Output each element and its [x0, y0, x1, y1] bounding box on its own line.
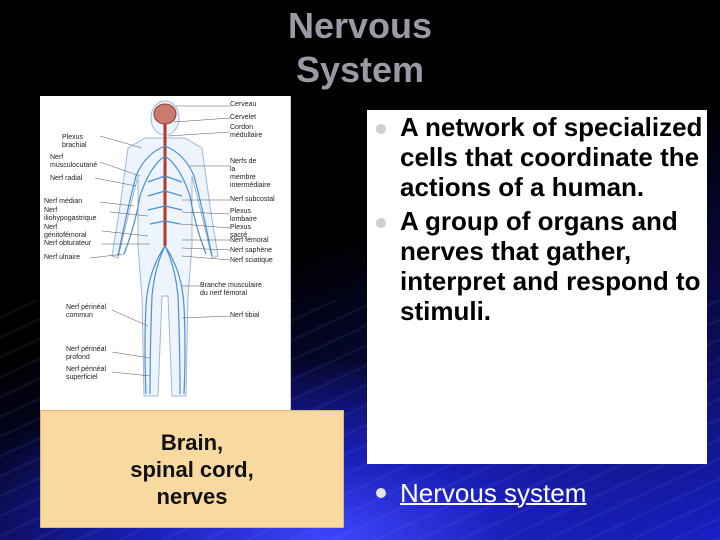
label-saphene: Nerf saphène: [230, 247, 273, 254]
bullet-text-1: A network of specialized cells that coor…: [400, 112, 703, 202]
label-musculocutane: Nerf musculocutané: [50, 154, 98, 169]
bullet-text-2: A group of organs and nerves that gather…: [400, 206, 701, 326]
label-femoral: Nerf fémoral: [230, 237, 269, 244]
label-perineal-profond: Nerf périnéal profond: [66, 346, 107, 361]
label-plexus-lombaire: Plexus lombaire: [230, 208, 257, 223]
label-subcostal: Nerf subcostal: [230, 196, 275, 203]
caption-box: Brain, spinal cord, nerves: [40, 410, 344, 528]
label-plexus-brachial: Plexus brachial: [62, 134, 87, 149]
bullet-panel: [367, 110, 707, 464]
label-genitofemoral: Nerf génitofémoral: [44, 224, 87, 239]
label-cerveau: Cerveau: [230, 101, 257, 108]
label-iliohypogastrique: Nerf iliohypogastrique: [44, 207, 97, 222]
label-ulnaire: Nerf ulnaire: [44, 254, 81, 261]
label-tibial: Nerf tibial: [230, 312, 260, 319]
nervous-system-link[interactable]: Nervous system: [400, 478, 587, 508]
nerve-lines: [117, 145, 213, 395]
label-cervelet: Cervelet: [230, 114, 257, 121]
label-plexus-sacre: Plexus sacré: [230, 224, 252, 239]
bullet-dot-icon: [376, 488, 386, 498]
body-figure: [89, 100, 231, 397]
bullet-item-3[interactable]: Nervous system: [372, 478, 720, 508]
slide-title: Nervous System: [287, 5, 433, 90]
label-median: Nerf médian: [44, 198, 83, 205]
bullet-dot-icon: [376, 124, 386, 134]
label-radial: Nerf radial: [50, 175, 83, 182]
label-sciatique: Nerf sciatique: [230, 257, 273, 264]
label-obturateur: Nerf obturateur: [44, 240, 92, 247]
caption-text: Brain, spinal cord, nerves: [130, 429, 254, 509]
label-perineal-commun: Nerf périnéal commun: [66, 304, 107, 319]
bullet-dot-icon: [376, 218, 386, 228]
label-cordon: Cordon médullaire: [230, 124, 263, 139]
bullet-item-1: A network of specialized cells that coor…: [372, 112, 717, 202]
brain-shape: [153, 103, 177, 125]
label-branche-musculaire: Branche musculaire du nerf fémoral: [200, 282, 262, 297]
label-perineal-superficiel: Nerf périnéal superficiel: [66, 366, 107, 381]
bullet-list: A network of specialized cells that coor…: [372, 112, 717, 326]
bullet-item-2: A group of organs and nerves that gather…: [372, 206, 717, 326]
leader-lines: [89, 105, 231, 377]
nervous-system-diagram: Cerveau Cervelet Cordon médullaire Plexu…: [40, 96, 291, 410]
label-nerfs-membre: Nerfs de la membre intermédiaire: [230, 158, 271, 189]
